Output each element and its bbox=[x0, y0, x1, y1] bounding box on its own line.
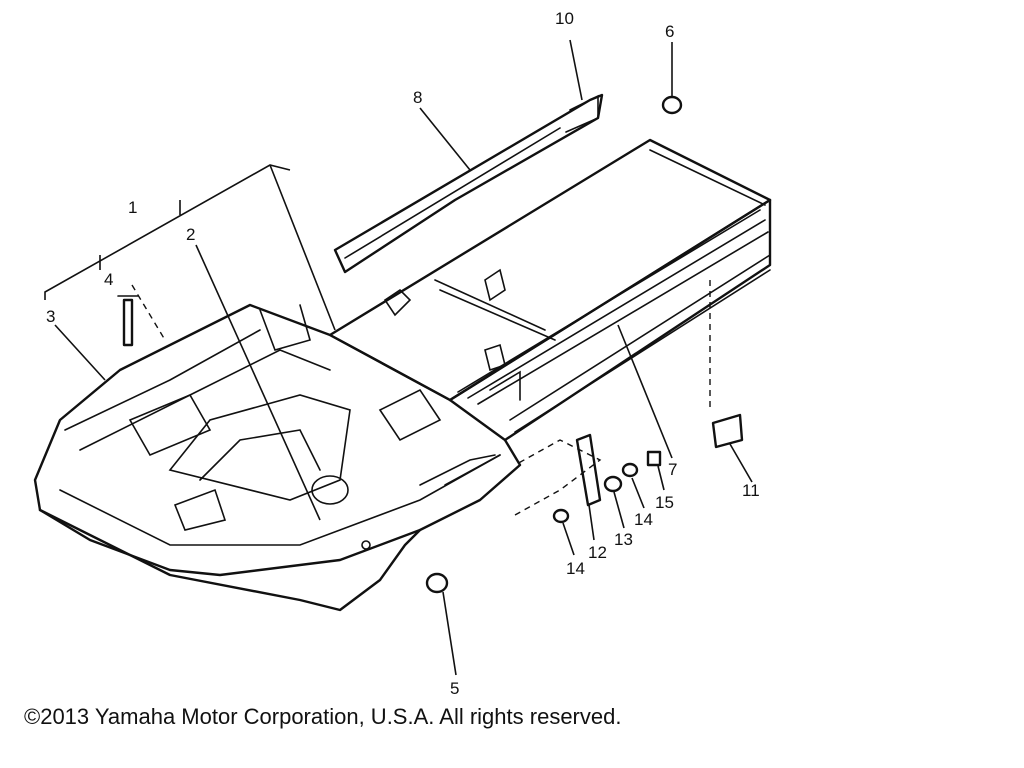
callout-10: 10 bbox=[555, 9, 574, 28]
callout-2: 2 bbox=[186, 225, 195, 244]
part-7-side-rail bbox=[509, 254, 771, 433]
callout-6: 6 bbox=[665, 22, 674, 41]
part-8-seat-strip bbox=[333, 93, 604, 274]
callout-1: 1 bbox=[128, 198, 137, 217]
callout-labels: 1 2 3 4 5 6 7 8 10 11 12 13 14 14 15 bbox=[46, 9, 760, 698]
part-4-bolt bbox=[117, 284, 166, 347]
chassis-body bbox=[33, 303, 522, 612]
part-5-plug bbox=[361, 540, 449, 594]
callout-8: 8 bbox=[413, 88, 422, 107]
callout-13: 13 bbox=[614, 530, 633, 549]
callout-11: 11 bbox=[742, 481, 760, 500]
callout-14a: 14 bbox=[566, 559, 585, 578]
callout-15: 15 bbox=[655, 493, 674, 512]
callout-4: 4 bbox=[104, 270, 113, 289]
callout-5: 5 bbox=[450, 679, 459, 698]
leader-lines bbox=[44, 39, 753, 676]
callout-7: 7 bbox=[668, 460, 677, 479]
part-11-decal bbox=[709, 280, 744, 449]
part-6-cap bbox=[661, 95, 683, 115]
copyright-notice: ©2013 Yamaha Motor Corporation, U.S.A. A… bbox=[24, 704, 622, 729]
suspension-brackets bbox=[383, 268, 556, 372]
parts-12-15-link-hardware bbox=[514, 433, 662, 524]
callout-3: 3 bbox=[46, 307, 55, 326]
callout-14b: 14 bbox=[634, 510, 653, 529]
callout-12: 12 bbox=[588, 543, 607, 562]
